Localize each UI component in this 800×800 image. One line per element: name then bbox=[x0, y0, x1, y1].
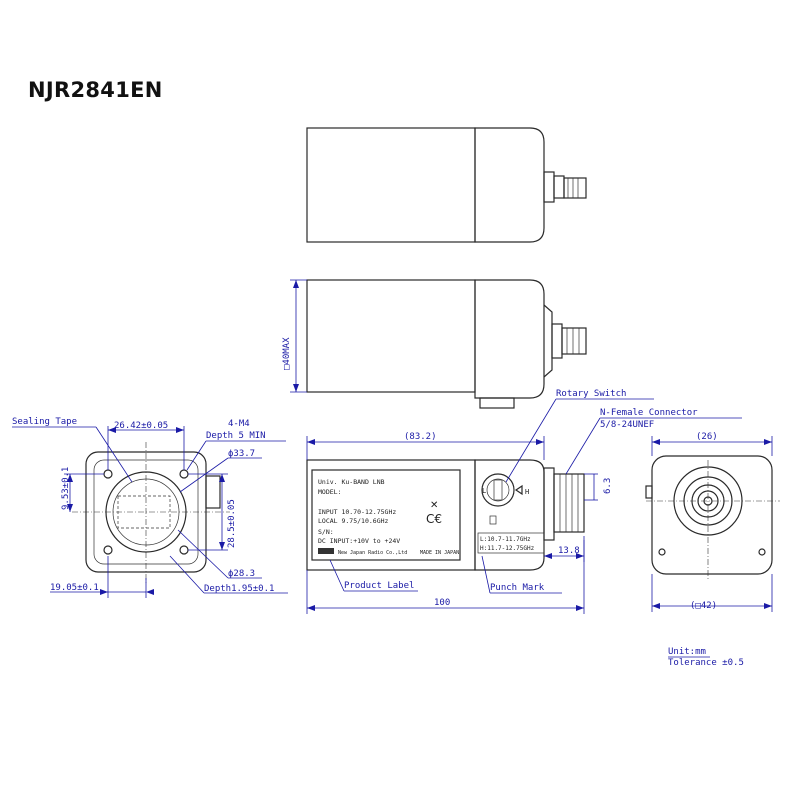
plate-line-6: DC INPUT:+10V to +24V bbox=[318, 537, 400, 545]
dim-83-2: (83.2) bbox=[404, 432, 437, 442]
plate-made-in: MADE IN JAPAN bbox=[420, 550, 459, 556]
label-view-head bbox=[474, 459, 545, 571]
top-head-block bbox=[474, 127, 545, 243]
dim-100: 100 bbox=[434, 598, 450, 608]
note-unit: Unit:mm bbox=[668, 647, 706, 657]
side-nut bbox=[551, 323, 563, 359]
switch-arrow-icon bbox=[514, 484, 523, 496]
dim-26: (26) bbox=[696, 432, 718, 442]
mount-hole-tr bbox=[179, 469, 189, 479]
front-view-right: (26) (□42) bbox=[645, 432, 780, 612]
side-body-cylinder bbox=[306, 279, 476, 393]
dim-28-5: 28.5±0.05 bbox=[227, 499, 237, 548]
top-view bbox=[306, 127, 587, 243]
plate-line-1: Univ. Ku-BAND LNB bbox=[318, 478, 385, 486]
front-side-tab bbox=[205, 475, 221, 509]
side-bottom-tab bbox=[479, 397, 515, 409]
dim-depth1-95: Depth1.95±0.1 bbox=[204, 584, 274, 594]
drawing-title: NJR2841EN bbox=[28, 78, 163, 102]
plate-line-4: LOCAL 9.75/10.6GHz bbox=[318, 517, 389, 525]
notes: Unit:mm Tolerance ±0.5 bbox=[668, 647, 744, 668]
side-head-block bbox=[474, 279, 545, 399]
mount-hole-br bbox=[179, 545, 189, 555]
top-nut-2 bbox=[553, 175, 565, 199]
label-n-female: N-Female Connector bbox=[600, 408, 698, 418]
dim-9-53: 9.53±0.1 bbox=[61, 467, 71, 510]
label-4-m4: 4-M4 bbox=[228, 419, 250, 429]
ce-mark-icon: C€ bbox=[426, 512, 442, 526]
rotary-switch bbox=[481, 473, 515, 507]
label-view-connector bbox=[553, 473, 585, 533]
side-flange bbox=[543, 304, 553, 378]
label-unef: 5/8-24UNEF bbox=[600, 420, 654, 430]
note-tolerance: Tolerance ±0.5 bbox=[668, 658, 744, 668]
front-view-left: Sealing Tape 26.42±0.05 4-M4 Depth 5 MIN… bbox=[12, 417, 288, 598]
switch-pos-l: L bbox=[482, 487, 486, 495]
label-view: Univ. Ku-BAND LNB MODEL: INPUT 10.70-12.… bbox=[306, 389, 742, 614]
connector-end-body bbox=[651, 455, 773, 575]
top-nut-1 bbox=[543, 171, 555, 203]
brand-logo-mark bbox=[318, 548, 334, 554]
label-rotary-switch: Rotary Switch bbox=[556, 389, 626, 399]
dim-42: (□42) bbox=[690, 601, 717, 611]
label-view-flange bbox=[543, 467, 555, 541]
dim-phi33-7: ϕ33.7 bbox=[228, 449, 255, 459]
cert-mark-icon: ✕ bbox=[430, 500, 438, 511]
plate-line-3: INPUT 10.70-12.75GHz bbox=[318, 508, 396, 516]
freq-high-label: H:11.7-12.75GHz bbox=[480, 545, 535, 552]
plate-line-5: S/N: bbox=[318, 528, 334, 536]
dim-13-8: 13.8 bbox=[558, 546, 580, 556]
label-punch-mark: Punch Mark bbox=[490, 583, 545, 593]
label-product-label: Product Label bbox=[344, 581, 414, 591]
label-sealing-tape: Sealing Tape bbox=[12, 417, 77, 427]
dim-26-42: 26.42±0.05 bbox=[114, 421, 168, 431]
label-depth5: Depth 5 MIN bbox=[206, 431, 266, 441]
dim-40max: □40MAX bbox=[282, 337, 292, 370]
mount-hole-tl bbox=[103, 469, 113, 479]
mount-hole-bl bbox=[103, 545, 113, 555]
dim-phi28-3: ϕ28.3 bbox=[228, 569, 255, 579]
plate-maker: New Japan Radio Co.,Ltd bbox=[338, 550, 407, 556]
side-connector bbox=[561, 327, 587, 355]
freq-low-label: L:10.7-11.7GHz bbox=[480, 536, 531, 543]
side-view: □40MAX bbox=[282, 279, 587, 409]
product-label-plate bbox=[311, 469, 461, 561]
top-body-cylinder bbox=[306, 127, 476, 243]
dim-6-3: 6.3 bbox=[603, 478, 613, 494]
switch-pos-h: H bbox=[525, 488, 529, 496]
plate-line-2: MODEL: bbox=[318, 488, 341, 496]
top-connector bbox=[563, 177, 587, 199]
dim-19-05: 19.05±0.1 bbox=[50, 583, 99, 593]
